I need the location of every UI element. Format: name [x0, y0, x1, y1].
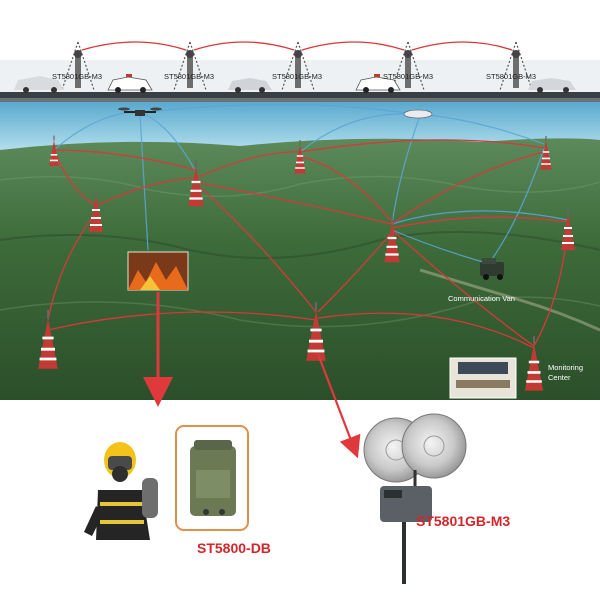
road-towers: [61, 41, 533, 91]
landscape: [0, 102, 600, 400]
road-unit-label: ST5801GB-M3: [486, 72, 536, 81]
landscape-towers: [38, 135, 575, 391]
monitoring-center-image: [449, 357, 517, 399]
car-icon: [528, 78, 576, 93]
road-tower-icon: [281, 41, 315, 91]
tower-icon: [384, 215, 400, 263]
car-icon: [14, 76, 64, 93]
drone-icon: [118, 107, 162, 116]
tower-icon: [306, 302, 326, 361]
tower-icon: [89, 190, 103, 232]
tower-icon: [294, 139, 306, 174]
road-tower-icon: [499, 41, 533, 91]
firefighter-image: [84, 442, 158, 540]
road-unit-label: ST5801GB-M3: [383, 72, 433, 81]
radio-unit-image: [363, 413, 467, 584]
tower-icon: [38, 310, 58, 369]
police-car-icon: [355, 74, 401, 93]
monitoring-label-line1: Monitoring: [548, 363, 583, 372]
communication-van-label: Communication Van: [448, 294, 515, 303]
road-tower-icon: [391, 41, 425, 91]
tower-icon: [561, 208, 575, 250]
portable-device-label: ST5800-DB: [197, 540, 271, 556]
red-links: [47, 139, 569, 349]
tower-icon: [49, 135, 59, 166]
monitoring-label-line2: Center: [548, 373, 571, 382]
airship-icon: [403, 109, 433, 119]
tower-icon: [188, 159, 204, 207]
road-links: [81, 41, 513, 51]
road-unit-labels: ST5801GB-M3 ST5801GB-M3 ST5801GB-M3 ST58…: [52, 72, 536, 81]
road-tower-icon: [173, 41, 207, 91]
fire-scene-image: [127, 251, 189, 291]
arrow-to-radio: [316, 353, 361, 459]
police-car-icon: [107, 74, 153, 93]
road-unit-label: ST5801GB-M3: [52, 72, 102, 81]
portable-device-frame: [175, 425, 249, 531]
road-tower-icon: [61, 41, 95, 91]
car-icon: [228, 78, 272, 93]
monitoring-center-label: Monitoring Center: [548, 363, 585, 382]
road-unit-label: ST5801GB-M3: [272, 72, 322, 81]
tower-icon: [524, 336, 544, 391]
road-vehicles: [14, 74, 576, 93]
product-area: [0, 400, 600, 600]
tower-icon: [540, 135, 552, 170]
radio-unit-label: ST5801GB-M3: [416, 513, 510, 529]
communication-van-icon: [480, 258, 504, 280]
blue-links: [53, 103, 569, 265]
road-unit-label: ST5801GB-M3: [164, 72, 214, 81]
